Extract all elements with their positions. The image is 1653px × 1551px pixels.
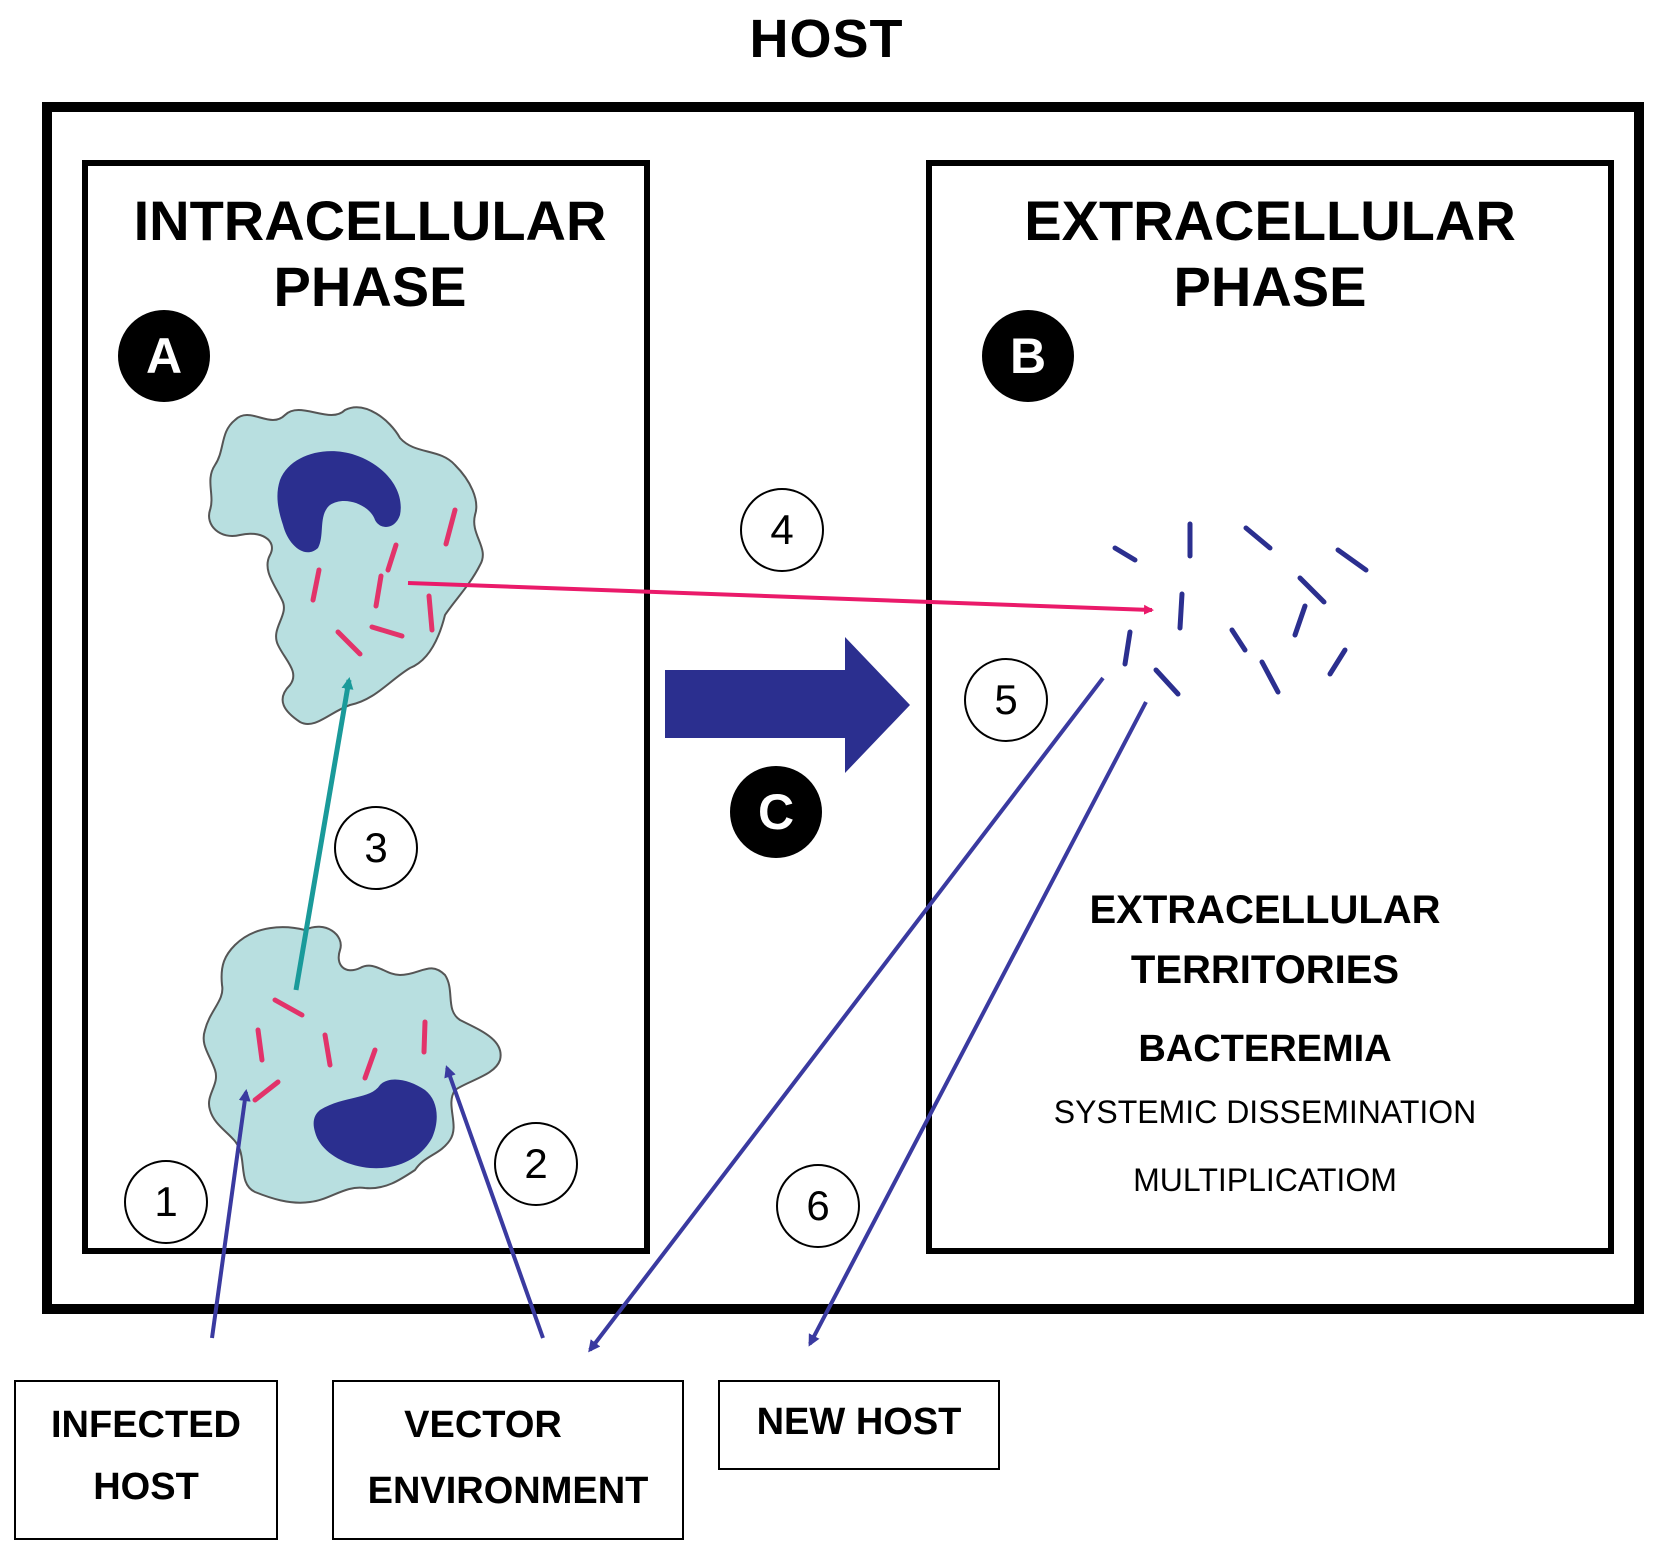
lower-nucleus [313, 1079, 437, 1169]
infected-host-box: INFECTED HOST [14, 1380, 278, 1540]
badge-a: A [118, 310, 210, 402]
arrow-step-3 [293, 677, 354, 991]
extracellular-title-line1: EXTRACELLULAR [1024, 189, 1516, 252]
step-1: 1 [124, 1160, 208, 1244]
upper-cell [208, 406, 484, 725]
intracellular-title-line2: PHASE [273, 255, 467, 318]
territories-line2: TERRITORIES [1130, 948, 1400, 992]
vector-environment-box: VECTOR ENVIRONMENT [332, 1380, 684, 1540]
lower-cell [202, 925, 502, 1204]
extracellular-title-line2: PHASE [1173, 255, 1367, 318]
intracellular-title-line1: INTRACELLULAR [133, 189, 607, 252]
step-3: 3 [334, 806, 418, 890]
upper-bacteria [310, 507, 458, 657]
step-5: 5 [964, 658, 1048, 742]
new-host-box: NEW HOST [718, 1380, 1000, 1470]
arrow-step-2 [444, 1065, 545, 1339]
transition-arrow [665, 637, 910, 773]
arrow-step-1 [210, 1089, 251, 1339]
extracellular-territories: EXTRACELLULAR TERRITORIES [1020, 880, 1510, 1000]
intracellular-panel [82, 160, 650, 1254]
extracellular-panel [926, 160, 1614, 1254]
arrow-step-4 [407, 581, 1154, 615]
upper-nucleus [277, 451, 401, 553]
dissemination-label: SYSTEMIC DISSEMINATION [1053, 1094, 1477, 1130]
bacteremia-label: BACTEREMIA [1138, 1028, 1392, 1070]
multiplication-label: MULTIPLICATIOM [1133, 1162, 1397, 1198]
intracellular-title: INTRACELLULAR PHASE [90, 188, 650, 320]
arrow-to-new-host [808, 701, 1148, 1347]
host-frame [42, 102, 1644, 1314]
host-title: HOST [749, 9, 904, 69]
step-4: 4 [740, 488, 824, 572]
step-6: 6 [776, 1164, 860, 1248]
extracellular-title: EXTRACELLULAR PHASE [930, 188, 1610, 320]
badge-b: B [982, 310, 1074, 402]
lower-bacteria [252, 997, 428, 1103]
arrow-to-vector [588, 676, 1105, 1353]
territories-line1: EXTRACELLULAR [1089, 888, 1441, 932]
badge-c: C [730, 766, 822, 858]
infected-host-line1: INFECTED [51, 1404, 241, 1446]
infected-host-line2: HOST [93, 1466, 199, 1508]
extracellular-bacteria [1112, 521, 1369, 697]
environment-line: ENVIRONMENT [367, 1470, 649, 1512]
new-host-label: NEW HOST [756, 1401, 962, 1443]
vector-line: VECTOR [404, 1404, 562, 1446]
step-2: 2 [494, 1122, 578, 1206]
